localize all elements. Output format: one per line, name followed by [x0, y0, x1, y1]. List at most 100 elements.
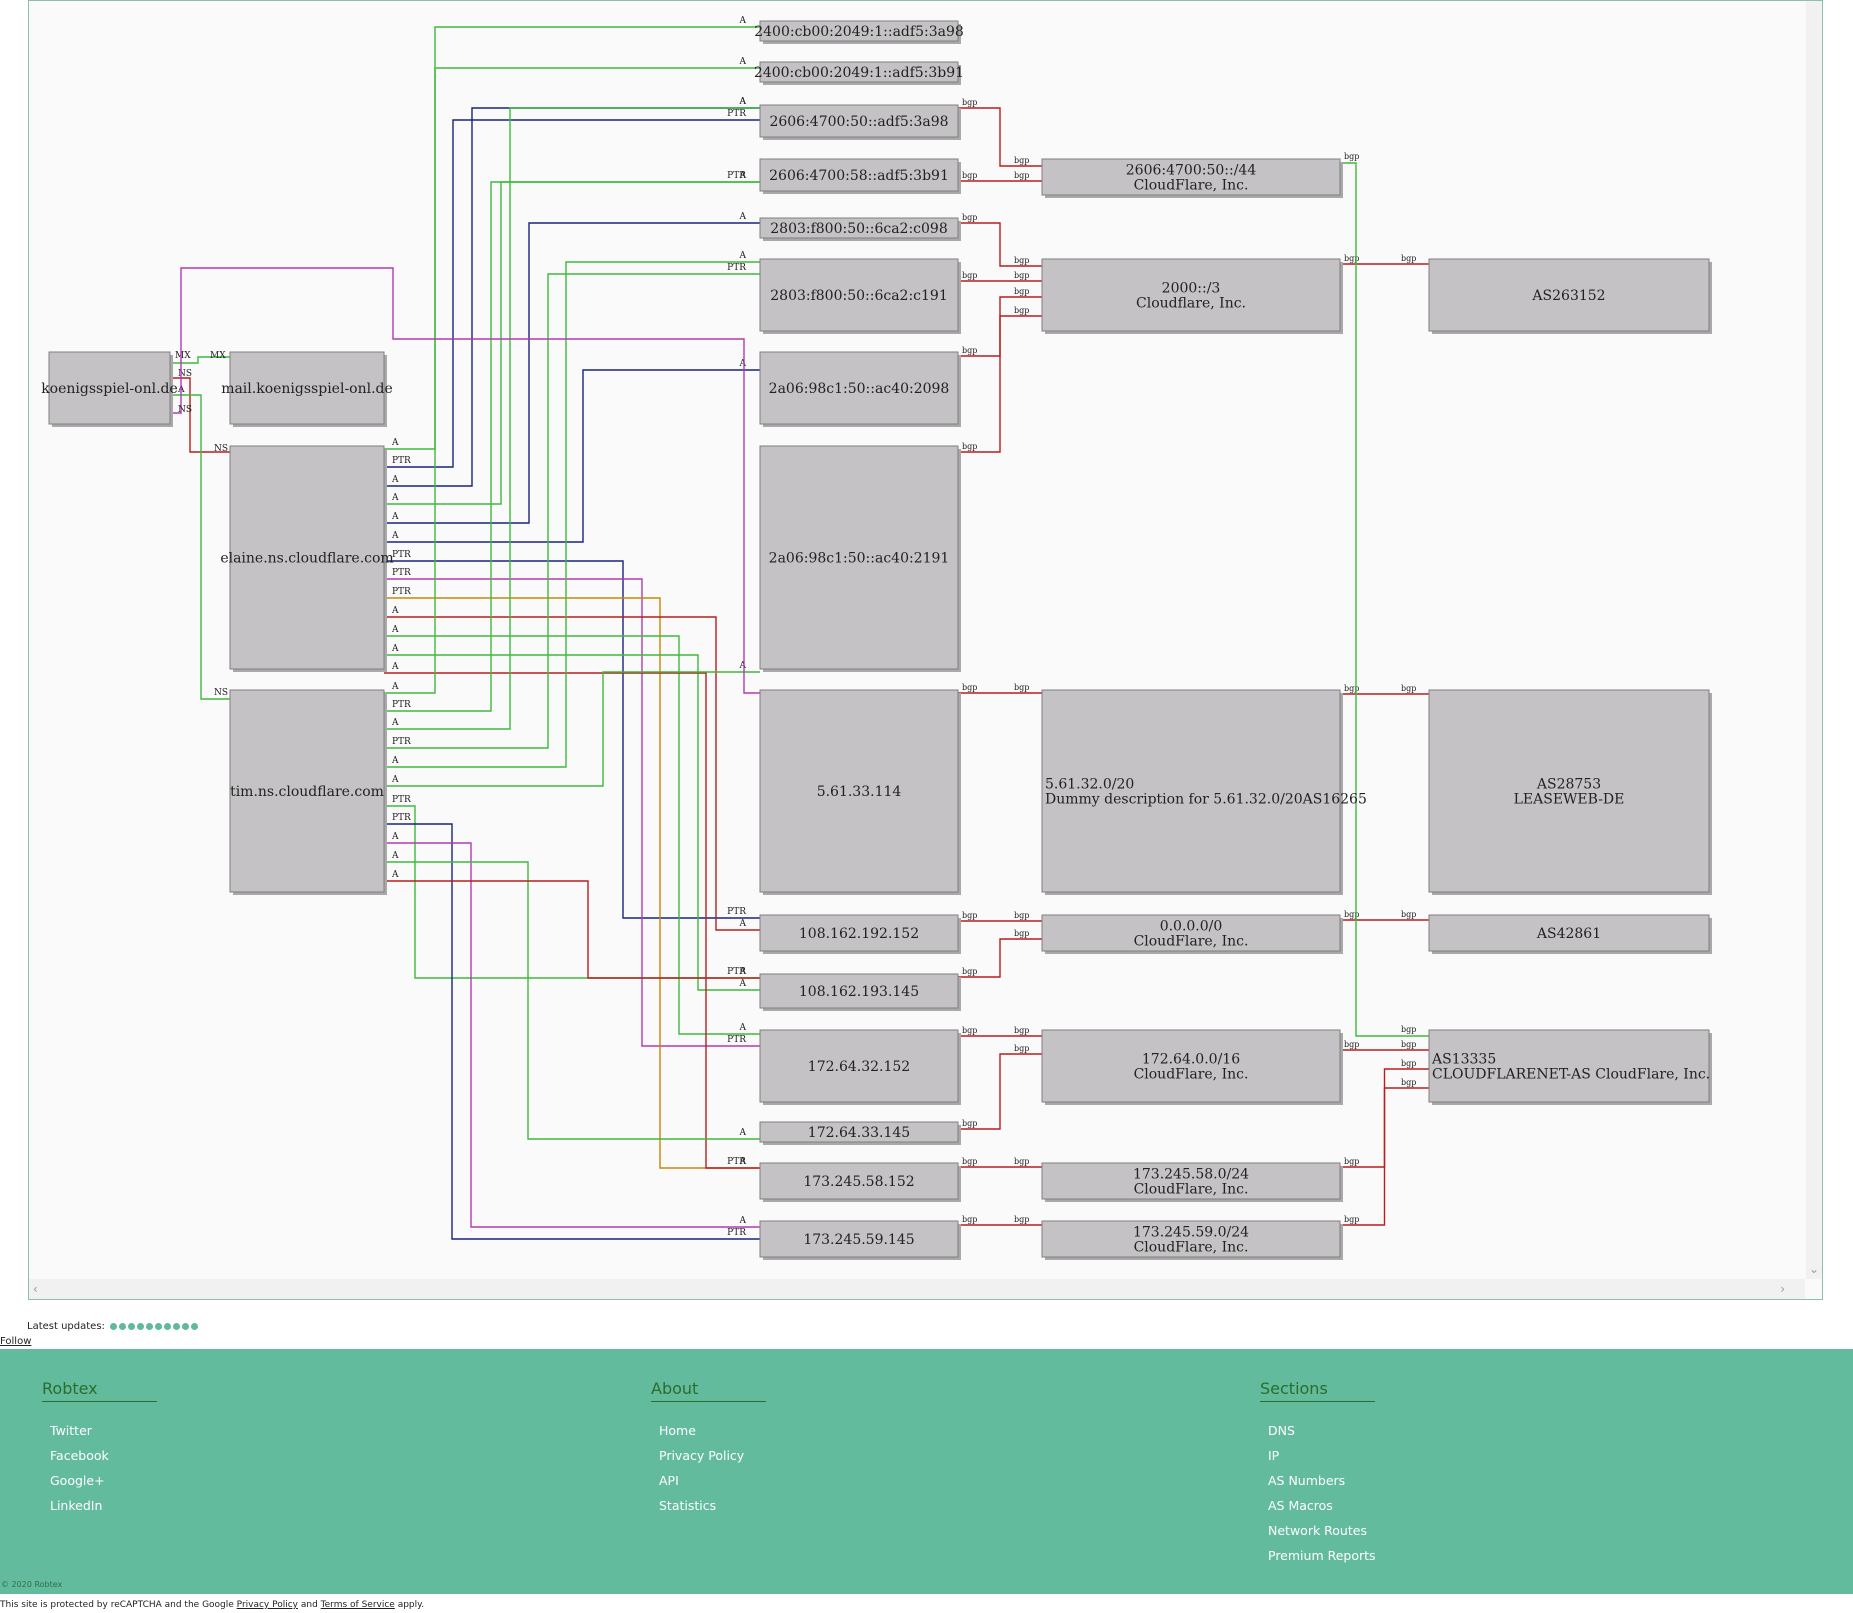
edge-ip12: [384, 578, 760, 1047]
node-ip11[interactable]: [759, 973, 959, 1009]
node-label-ip10: 108.162.192.152: [799, 926, 919, 942]
edge-label: A: [391, 851, 399, 861]
footer-link-premium-reports[interactable]: Premium Reports: [1268, 1548, 1376, 1563]
node-n_mail[interactable]: [229, 351, 385, 425]
edge-label: PTR: [392, 737, 411, 747]
node-as1[interactable]: [1428, 258, 1710, 332]
node-label-ip3: 2606:4700:50::adf5:3a98: [769, 114, 948, 130]
update-dot-icon[interactable]: [137, 1322, 145, 1330]
update-dot-icon[interactable]: [191, 1322, 199, 1330]
node-ip2[interactable]: [759, 61, 959, 83]
node-ip14[interactable]: [759, 1162, 959, 1200]
update-dot-icon[interactable]: [155, 1322, 163, 1330]
horizontal-scrollbar[interactable]: ‹ ›: [29, 1279, 1805, 1299]
edge-ip12: [384, 635, 760, 1035]
edge-ip4: [384, 181, 760, 712]
scroll-down-icon[interactable]: ⌄: [1809, 1262, 1820, 1276]
node-ip7[interactable]: [759, 351, 959, 425]
edge-label: A: [739, 967, 747, 977]
node-ip6[interactable]: [759, 258, 959, 332]
edge-label: bgp: [1014, 1157, 1029, 1166]
update-dot-icon[interactable]: [110, 1322, 118, 1330]
terms-link[interactable]: Terms of Service: [320, 1600, 395, 1610]
footer-link-privacy[interactable]: Privacy Policy: [659, 1448, 745, 1463]
privacy-policy-link[interactable]: Privacy Policy: [236, 1600, 299, 1610]
node-label-r4: 0.0.0.0/0: [1160, 919, 1223, 935]
node-label-r1: 2606:4700:50::/44: [1126, 163, 1257, 179]
footer-link-twitter[interactable]: Twitter: [50, 1423, 92, 1438]
update-dot-icon[interactable]: [119, 1322, 127, 1330]
node-ip15[interactable]: [759, 1220, 959, 1258]
edge-label: bgp: [1401, 1025, 1416, 1034]
dns-graph[interactable]: AAPTRPTRAAAAAAAAPTRPTRPTRPTRPTRPTRAAAAAA…: [28, 0, 1803, 1278]
scroll-right-icon[interactable]: ›: [1780, 1282, 1785, 1296]
footer-link-dns[interactable]: DNS: [1268, 1423, 1295, 1438]
edge-ip3: [384, 107, 760, 487]
follow-link[interactable]: Follow: [0, 1336, 32, 1347]
update-dot-icon[interactable]: [128, 1322, 136, 1330]
edge-label: A: [391, 870, 399, 880]
node-r3[interactable]: [1041, 689, 1341, 893]
node-ip9[interactable]: [759, 689, 959, 893]
edge-label: A: [739, 57, 747, 67]
node-as3[interactable]: [1428, 914, 1710, 952]
vertical-scrollbar[interactable]: ⌄: [1806, 1, 1822, 1279]
edge-label: bgp: [1014, 171, 1029, 180]
footer-link-statistics[interactable]: Statistics: [659, 1498, 717, 1513]
node-r2[interactable]: [1041, 258, 1341, 332]
edge-label: A: [739, 97, 747, 107]
edge-label: bgp: [962, 442, 977, 451]
edge-ip6: [384, 261, 760, 768]
footer-link-as-macros[interactable]: AS Macros: [1268, 1498, 1333, 1513]
node-label-ip2: 2400:cb00:2049:1::adf5:3b91: [754, 65, 964, 81]
node-ip1[interactable]: [759, 20, 959, 42]
node-ip13[interactable]: [759, 1121, 959, 1143]
update-dot-icon[interactable]: [164, 1322, 172, 1330]
node-r5[interactable]: [1041, 1029, 1341, 1103]
node-n_tim[interactable]: [229, 689, 385, 893]
edge-label: bgp: [1344, 684, 1359, 693]
footer-link-googleplus[interactable]: Google+: [50, 1473, 105, 1488]
edge-label: bgp: [1344, 1157, 1359, 1166]
node-r4[interactable]: [1041, 914, 1341, 952]
scroll-left-icon[interactable]: ‹: [33, 1282, 38, 1296]
node-r6[interactable]: [1041, 1162, 1341, 1200]
footer-link-api[interactable]: API: [659, 1473, 679, 1488]
node-ip12[interactable]: [759, 1029, 959, 1103]
edge-ns: [170, 377, 230, 453]
node-r1[interactable]: [1041, 158, 1341, 196]
edge-bgp: [958, 222, 1042, 267]
footer-link-as-numbers[interactable]: AS Numbers: [1268, 1473, 1346, 1488]
edge-bgp: [958, 1053, 1042, 1130]
update-dot-icon[interactable]: [173, 1322, 181, 1330]
node-ip8[interactable]: [759, 445, 959, 670]
edge-label: A: [739, 212, 747, 222]
update-dot-icon[interactable]: [182, 1322, 190, 1330]
node-ip5[interactable]: [759, 217, 959, 239]
footer-col-about: About Home Privacy Policy API Statistics: [651, 1379, 766, 1518]
footer-col-robtex: Robtex Twitter Facebook Google+ LinkedIn: [42, 1379, 157, 1518]
node-label-as4: AS13335: [1431, 1052, 1496, 1068]
footer-link-home[interactable]: Home: [659, 1423, 696, 1438]
footer-link-facebook[interactable]: Facebook: [50, 1448, 109, 1463]
edge-label: bgp: [1401, 1059, 1416, 1068]
update-dot-icon[interactable]: [146, 1322, 154, 1330]
update-dots[interactable]: [108, 1321, 199, 1332]
edge-label: bgp: [962, 1215, 977, 1224]
node-label-r3: Dummy description for 5.61.32.0/20AS1626…: [1045, 792, 1367, 808]
node-r7[interactable]: [1041, 1220, 1341, 1258]
node-ip4[interactable]: [759, 158, 959, 192]
edge-label: A: [739, 919, 747, 929]
node-label-n_mail: mail.koenigsspiel-onl.de: [221, 381, 393, 397]
footer-link-linkedin[interactable]: LinkedIn: [50, 1498, 103, 1513]
edge-label: A: [739, 251, 747, 261]
node-as2[interactable]: [1428, 689, 1710, 893]
node-n_elaine[interactable]: [229, 445, 385, 670]
node-ip3[interactable]: [759, 104, 959, 138]
node-n_dom[interactable]: [48, 351, 171, 425]
footer-link-network-routes[interactable]: Network Routes: [1268, 1523, 1367, 1538]
node-ip10[interactable]: [759, 914, 959, 952]
edge-label: NS: [178, 405, 192, 415]
footer-link-ip[interactable]: IP: [1268, 1448, 1280, 1463]
node-as4[interactable]: [1428, 1029, 1710, 1103]
